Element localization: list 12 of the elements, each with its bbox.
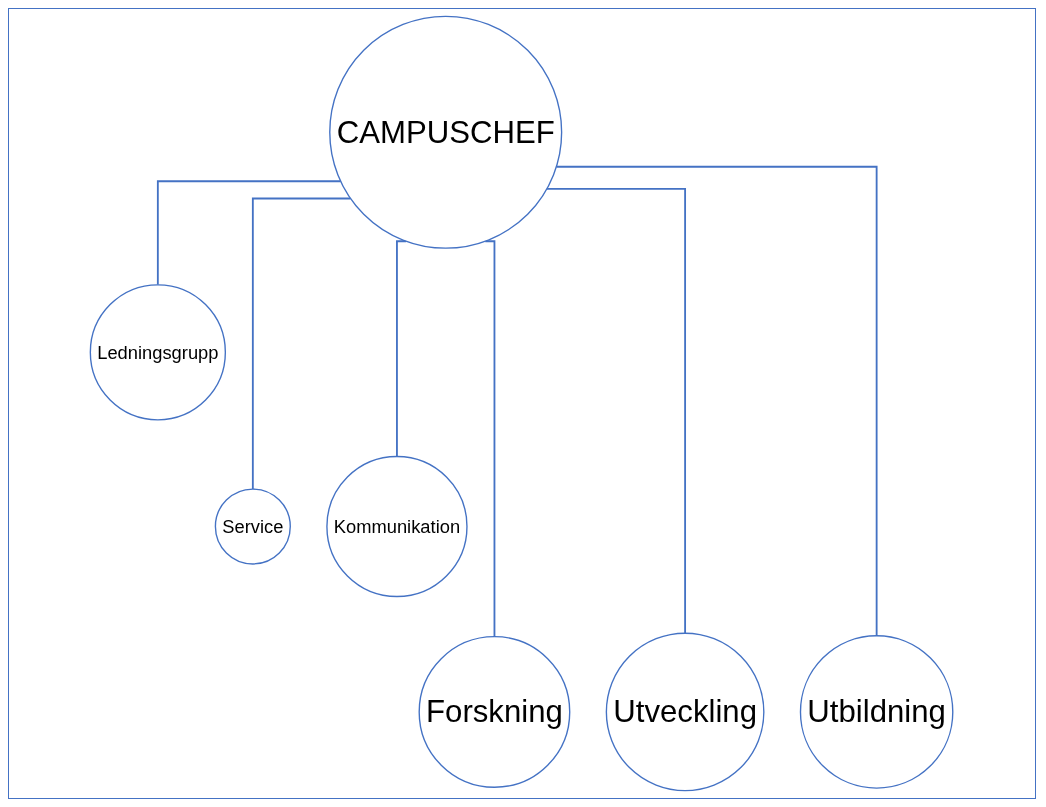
node-circle: CAMPUSCHEF xyxy=(329,15,563,249)
node-circle: Service xyxy=(215,488,292,565)
node-circle: Kommunikation xyxy=(326,455,469,598)
connector xyxy=(546,188,687,635)
connector xyxy=(157,180,342,286)
node-circle: Utveckling xyxy=(606,632,765,792)
connector xyxy=(252,197,352,490)
node-circle: Forskning xyxy=(418,635,571,788)
connector xyxy=(484,240,496,638)
connector xyxy=(396,240,408,458)
node-circle: Ledningsgrupp xyxy=(90,284,227,421)
node-circle: Utbildning xyxy=(800,635,954,789)
